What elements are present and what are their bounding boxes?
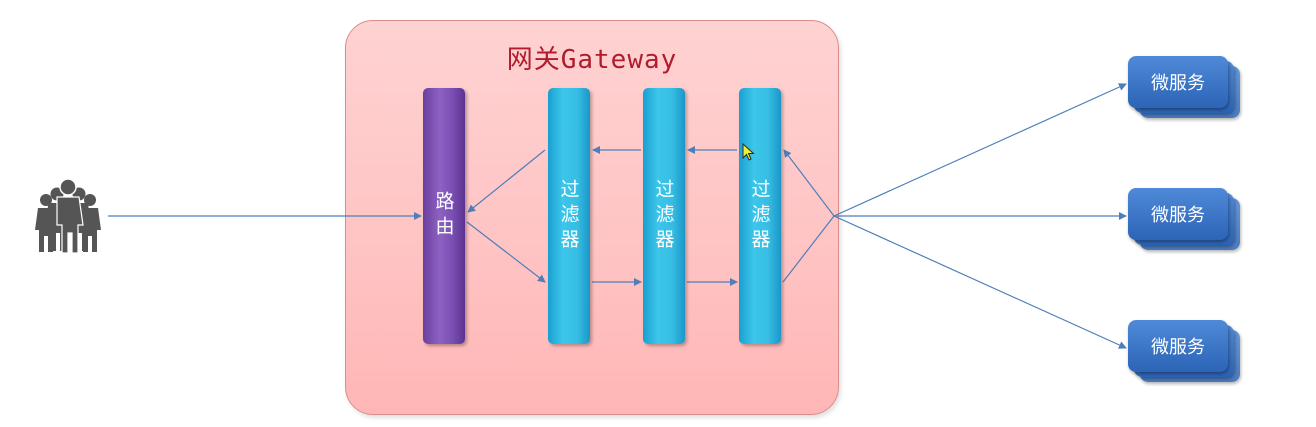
service-box: 微服务 <box>1128 320 1228 372</box>
filter-block-1: 过滤器 <box>548 88 590 344</box>
filter-block-3: 过滤器 <box>739 88 781 344</box>
router-block: 路由 <box>423 88 465 344</box>
service-box: 微服务 <box>1128 56 1228 108</box>
microservice-stack-2: 微服务 <box>1128 188 1240 250</box>
filter-label: 过滤器 <box>748 178 771 254</box>
users-group-icon <box>35 178 101 254</box>
service-label: 微服务 <box>1151 205 1205 226</box>
service-box: 微服务 <box>1128 188 1228 240</box>
service-label: 微服务 <box>1151 73 1205 94</box>
microservice-stack-3: 微服务 <box>1128 320 1240 382</box>
mouse-cursor-icon <box>742 143 755 161</box>
arrow-fanout-to-service1 <box>833 83 1127 217</box>
router-label: 路由 <box>432 191 455 241</box>
microservice-stack-1: 微服务 <box>1128 56 1240 118</box>
arrow-fanout-to-service3 <box>833 215 1127 349</box>
gateway-title: 网关Gateway <box>506 45 678 75</box>
filter-label: 过滤器 <box>557 178 580 254</box>
service-label: 微服务 <box>1151 337 1205 358</box>
filter-label: 过滤器 <box>652 178 675 254</box>
filter-block-2: 过滤器 <box>643 88 685 344</box>
